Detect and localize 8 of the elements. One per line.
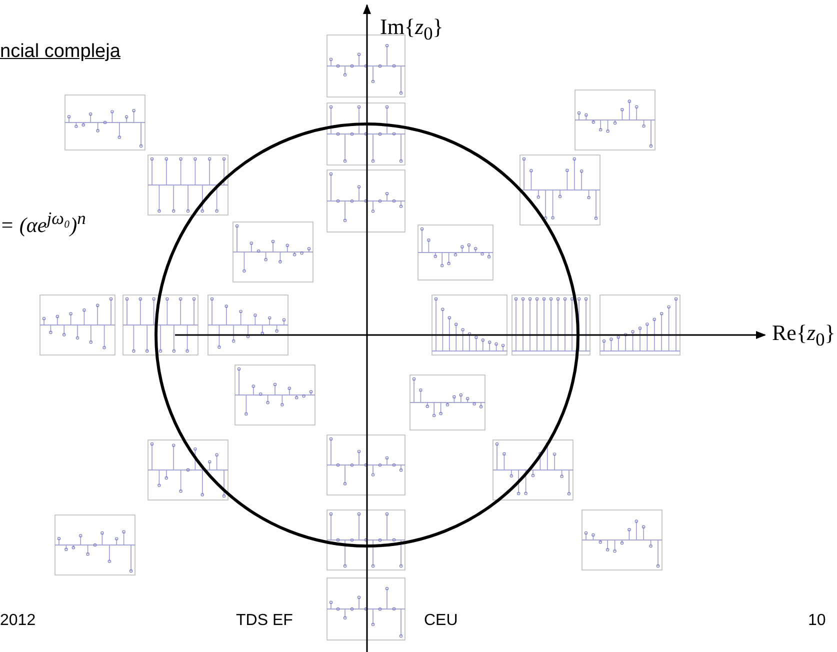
footer-text: TDS EF — [236, 612, 293, 630]
slide-title: ncial compleja — [0, 41, 120, 63]
formula: = (αe$^{jω₀}$)$^{n}$ — [0, 208, 86, 238]
axis-label: Re{z$_{0}$} — [772, 320, 836, 350]
footer-text: CEU — [424, 612, 458, 630]
footer-date: 2012 — [0, 612, 36, 630]
axis-label: Im{z$_{0}$} — [380, 14, 444, 44]
page-number: 10 — [808, 612, 826, 630]
